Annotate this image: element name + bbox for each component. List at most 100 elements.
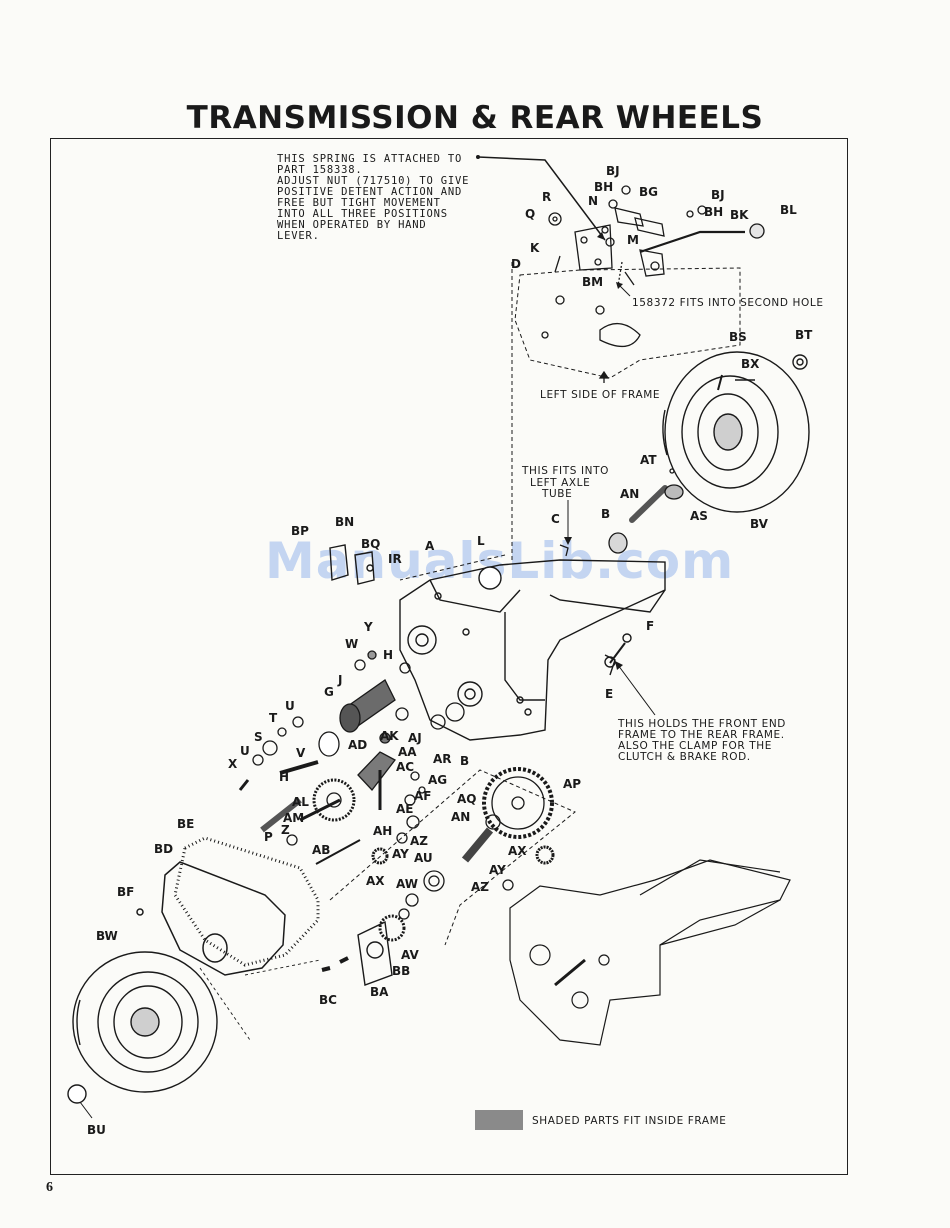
label-bb: BB (392, 964, 410, 978)
label-q: Q (525, 207, 535, 221)
label-an-2: AN (451, 810, 470, 824)
note-line-6: INTO ALL THREE POSITIONS (277, 208, 448, 220)
label-av: AV (401, 948, 419, 962)
label-bh-2: BH (704, 205, 723, 219)
label-am: AM (283, 811, 304, 825)
label-an: AN (620, 487, 639, 501)
front-note-1: THIS HOLDS THE FRONT END (617, 718, 786, 730)
gear-train (238, 650, 576, 946)
shaded-legend-swatch (475, 1110, 523, 1130)
right-rear-wheel (662, 351, 810, 513)
label-bn: BN (335, 515, 354, 529)
label-bp: BP (291, 524, 309, 538)
label-ad: AD (348, 738, 367, 752)
label-z: Z (281, 823, 290, 837)
lever-knob (749, 223, 765, 239)
frame-inset (509, 859, 791, 1046)
label-b: B (601, 507, 610, 521)
label-aj: AJ (408, 731, 422, 745)
label-ap: AP (563, 777, 581, 791)
left-tire (72, 951, 218, 1093)
label-aa: AA (398, 745, 417, 759)
label-bf: BF (117, 885, 134, 899)
gear-cover (136, 836, 320, 976)
label-aw: AW (396, 877, 418, 891)
label-u-2: U (240, 744, 250, 758)
label-bu: BU (87, 1123, 106, 1137)
label-az-2: AZ (471, 880, 489, 894)
label-bq: BQ (361, 537, 380, 551)
bracket-bg-1 (614, 207, 644, 227)
cover-body (161, 861, 286, 976)
label-m: M (627, 233, 639, 247)
shaded-fork-aa (357, 751, 396, 792)
label-s: S (254, 730, 263, 744)
bracket-bg-2 (634, 217, 665, 237)
label-ba: BA (370, 985, 389, 999)
label-bl: BL (780, 203, 797, 217)
label-bg: BG (639, 185, 658, 199)
shaded-legend-text: SHADED PARTS FIT INSIDE FRAME (532, 1115, 727, 1127)
label-be: BE (177, 817, 194, 831)
axle-note-2: LEFT AXLE (530, 477, 590, 489)
label-a: A (425, 539, 435, 553)
label-bd: BD (154, 842, 173, 856)
note-line-4: POSITIVE DETENT ACTION AND (277, 186, 462, 198)
shift-lever-rod (639, 230, 745, 254)
note-line-1: THIS SPRING IS ATTACHED TO (277, 153, 462, 165)
label-f: F (646, 619, 654, 633)
label-ac: AC (396, 760, 414, 774)
label-b-2: B (460, 754, 469, 768)
label-e: E (605, 687, 613, 701)
label-au: AU (414, 851, 433, 865)
label-al: AL (292, 795, 309, 809)
front-note-3: ALSO THE CLAMP FOR THE (618, 740, 772, 752)
label-p: P (264, 830, 273, 844)
label-as: AS (690, 509, 708, 523)
label-bj: BJ (606, 164, 620, 178)
front-note-2: FRAME TO THE REAR FRAME. (618, 729, 785, 741)
left-rim (113, 985, 183, 1059)
label-ax: AX (508, 844, 527, 858)
label-ak: AK (380, 729, 399, 743)
label-ae: AE (396, 802, 413, 816)
page-title: TRANSMISSION & REAR WHEELS (186, 100, 764, 136)
label-bk: BK (730, 208, 749, 222)
label-az: AZ (410, 834, 428, 848)
right-tire (664, 351, 810, 513)
label-bx: BX (741, 357, 760, 371)
label-bs: BS (729, 330, 747, 344)
label-ag: AG (428, 773, 447, 787)
transmission-frame (329, 544, 666, 741)
spring-leader-line (477, 156, 606, 241)
label-bw: BW (96, 929, 118, 943)
label-r: R (542, 190, 551, 204)
label-aq: AQ (457, 792, 477, 806)
hand-lever-assembly (514, 185, 765, 383)
part-labels: BJ BH BG R N Q BJ BH BK BL M K D BM BS B… (87, 164, 813, 1137)
left-frame-outline (514, 267, 741, 379)
label-j: J (337, 673, 342, 687)
label-x: X (228, 757, 238, 771)
label-d: D (511, 257, 521, 271)
page-number: 6 (46, 1180, 53, 1195)
axle-note-3: TUBE (541, 488, 572, 500)
label-ax-2: AX (366, 874, 385, 888)
second-hole-note: 158372 FITS INTO SECOND HOLE (632, 297, 824, 309)
label-h: H (383, 648, 393, 662)
right-rim (697, 393, 759, 471)
label-k: K (530, 241, 540, 255)
label-ah: AH (373, 824, 392, 838)
note-line-8: LEVER. (277, 230, 320, 242)
diagram-frame-border (50, 138, 848, 1175)
label-ay: AY (392, 847, 409, 861)
note-line-3: ADJUST NUT (717510) TO GIVE (277, 175, 469, 187)
label-g: G (324, 685, 334, 699)
label-bv: BV (750, 517, 769, 531)
front-note-4: CLUTCH & BRAKE ROD. (618, 751, 751, 763)
left-frame-note: LEFT SIDE OF FRAME (540, 389, 660, 401)
cover-gasket (173, 836, 320, 967)
axle-note-1: THIS FITS INTO (521, 465, 609, 477)
label-ar: AR (433, 752, 452, 766)
